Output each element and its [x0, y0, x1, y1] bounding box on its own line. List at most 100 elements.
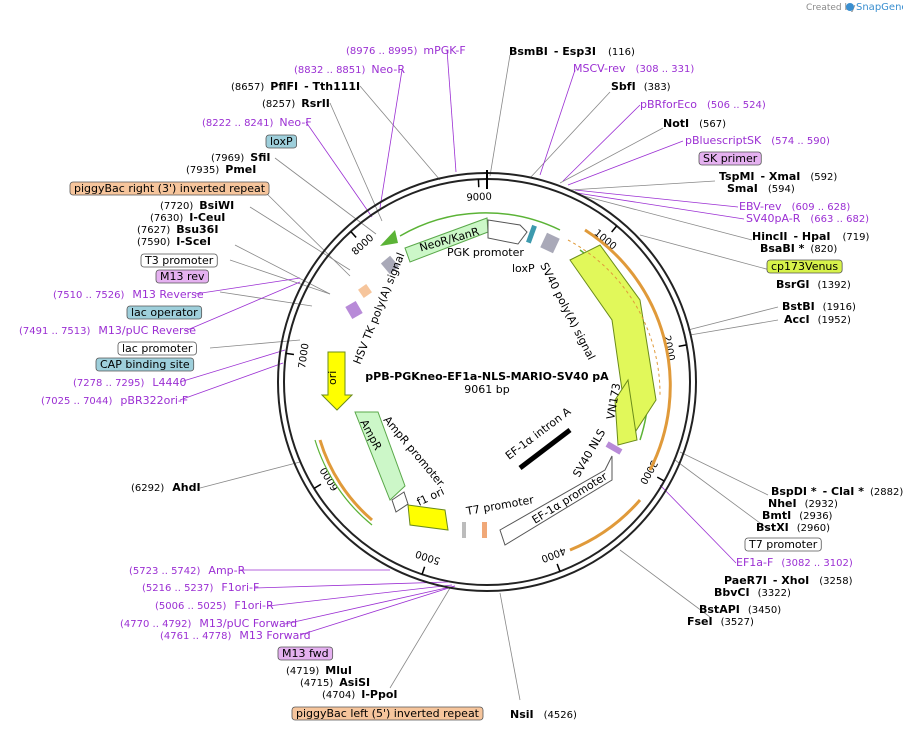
ef1a-intron-feature[interactable] — [518, 428, 572, 470]
primer-m13-forward[interactable]: (4761 .. 4778)M13 Forward — [160, 629, 311, 642]
site-i-scei[interactable]: (7590)I-SceI — [137, 235, 211, 248]
site-tspmi[interactable]: TspMI- XmaI(592) — [719, 170, 837, 183]
site-bsabi[interactable]: BsaBI *(820) — [760, 242, 837, 255]
site-sbfi[interactable]: SbfI(383) — [611, 80, 671, 93]
box-bg-loxp — [265, 134, 297, 149]
primer-m13-reverse[interactable]: (7510 .. 7526)M13 Reverse — [53, 288, 204, 301]
ampr-track — [314, 439, 373, 526]
site-bbvci[interactable]: BbvCI(3322) — [714, 586, 791, 599]
site-bsu36i[interactable]: (7627)Bsu36I — [137, 223, 218, 236]
plasmid-size: 9061 bp — [464, 383, 509, 396]
box-loxp[interactable]: loxP — [265, 134, 297, 149]
box-bg-lac-promoter — [117, 341, 197, 356]
tick-label-8000: 8000 — [350, 233, 376, 258]
tick-label-7000: 7000 — [297, 343, 311, 370]
box-lac-operator[interactable]: lac operator — [126, 305, 203, 320]
primer-ef1a-f[interactable]: EF1a-F(3082 .. 3102) — [736, 556, 853, 569]
loxp-feature[interactable] — [526, 224, 537, 244]
orange-dash-right — [567, 239, 661, 396]
tick-1000 — [611, 225, 618, 233]
primer-mpgk-f[interactable]: (8976 .. 8995)mPGK-F — [346, 44, 466, 57]
pgk-promoter-feature[interactable] — [487, 219, 528, 245]
piggybac-right-feature[interactable] — [358, 284, 372, 298]
primer-sv40pa-r[interactable]: SV40pA-R(663 .. 682) — [746, 212, 869, 225]
primer-neo-r[interactable]: (8832 .. 8851)Neo-R — [294, 63, 405, 76]
primer-ebv-rev[interactable]: EBV-rev(609 .. 628) — [739, 200, 850, 213]
site-bstbi[interactable]: BstBI(1916) — [782, 300, 856, 313]
primer-f1ori-f[interactable]: (5216 .. 5237)F1ori-F — [142, 581, 259, 594]
primer-pbrforeco[interactable]: pBRforEco(506 .. 524) — [640, 98, 766, 111]
pgk-promoter-label: PGK promoter — [447, 246, 524, 259]
box-piggybac-left[interactable]: piggyBac left (5') inverted repeat — [291, 706, 484, 721]
box-t3-promoter[interactable]: T3 promoter — [140, 253, 218, 268]
box-t7-promoter-box[interactable]: T7 promoter — [744, 537, 822, 552]
box-cap-binding-site[interactable]: CAP binding site — [95, 357, 195, 372]
t7-marker — [462, 522, 466, 538]
box-cp173venus[interactable]: cp173Venus — [766, 259, 843, 274]
site-i-ppoi[interactable]: (4704)I-PpoI — [322, 688, 398, 701]
box-label-lac-operator: lac operator — [131, 306, 198, 319]
primer-l4440[interactable]: (7278 .. 7295)L4440 — [73, 376, 187, 389]
f1-ori-feature[interactable] — [407, 504, 449, 531]
site-bstxi[interactable]: BstXI(2960) — [756, 521, 830, 534]
box-bg-cap-binding-site — [95, 357, 195, 372]
site-noti[interactable]: NotI(567) — [663, 117, 726, 130]
primer-pbr322ori-f[interactable]: (7025 .. 7044)pBR322ori-F — [41, 394, 188, 407]
site-nhei[interactable]: NheI(2932) — [768, 497, 838, 510]
site-bsrgi[interactable]: BsrGI(1392) — [776, 278, 851, 291]
box-piggybac-right[interactable]: piggyBac right (3') inverted repeat — [69, 181, 270, 196]
site-asisi[interactable]: (4715)AsiSI — [300, 676, 370, 689]
vn173-feature[interactable] — [614, 378, 638, 446]
site-bmti[interactable]: BmtI(2936) — [762, 509, 833, 522]
hsv-tk-polya-feature[interactable] — [380, 255, 400, 275]
cp173venus-feature[interactable] — [569, 244, 657, 442]
primer-m13-puc-forward[interactable]: (4770 .. 4792)M13/pUC Forward — [120, 617, 297, 630]
site-smai[interactable]: SmaI(594) — [727, 182, 795, 195]
primer-pbluescriptsk[interactable]: pBluescriptSK(574 .. 590) — [685, 134, 830, 147]
ori-label: ori — [326, 371, 339, 385]
orange-track-right — [584, 228, 672, 471]
box-bg-piggybac-right — [69, 181, 270, 196]
box-sk-primer[interactable]: SK primer — [698, 151, 762, 166]
ampr-feature[interactable] — [354, 411, 406, 501]
site-acci[interactable]: AccI(1952) — [784, 313, 851, 326]
site-pflfi[interactable]: (8657)PflFI- Tth111I — [231, 80, 360, 93]
sv40-polya-feature[interactable] — [540, 232, 560, 254]
site-rsrii[interactable]: (8257)RsrII — [262, 97, 330, 110]
site-pmei[interactable]: (7935)PmeI — [186, 163, 256, 176]
primer-mscv-rev[interactable]: MSCV-rev(308 .. 331) — [573, 62, 694, 75]
box-m13-fwd[interactable]: M13 fwd — [277, 646, 334, 661]
site-bsiwi[interactable]: (7720)BsiWI — [160, 199, 234, 212]
neor-kanr-track-arrow — [380, 230, 398, 246]
box-bg-m13-fwd — [277, 646, 334, 661]
ori-feature[interactable] — [320, 351, 354, 411]
primer-f1ori-r[interactable]: (5006 .. 5025)F1ori-R — [155, 599, 274, 612]
box-bg-m13-rev — [155, 269, 209, 284]
site-mlui[interactable]: (4719)MluI — [286, 664, 352, 677]
ampr-promoter-feature[interactable] — [391, 491, 409, 513]
sv40-nls-feature[interactable] — [605, 441, 623, 455]
site-ahdi[interactable]: (6292)AhdI — [131, 481, 201, 494]
site-paer7i[interactable]: PaeR7I- XhoI(3258) — [724, 574, 853, 587]
box-m13-rev[interactable]: M13 rev — [155, 269, 209, 284]
snapgene-logo-icon — [846, 3, 854, 11]
site-bstapi[interactable]: BstAPI(3450) — [699, 603, 781, 616]
site-bspdi[interactable]: BspDI *- ClaI *(2882) — [771, 485, 903, 498]
site-i-ceui[interactable]: (7630)I-CeuI — [150, 211, 225, 224]
primer-amp-r[interactable]: (5723 .. 5742)Amp-R — [129, 564, 246, 577]
ef1a-promoter-feature[interactable] — [499, 455, 613, 546]
primer-neo-f[interactable]: (8222 .. 8241)Neo-F — [202, 116, 312, 129]
lac-cluster-feature[interactable] — [345, 300, 363, 320]
box-lac-promoter[interactable]: lac promoter — [117, 341, 197, 356]
site-hincii[interactable]: HincII- HpaI(719) — [752, 230, 870, 243]
tick-label-5000: 5000 — [414, 548, 442, 567]
site-sfii[interactable]: (7969)SfiI — [211, 151, 270, 164]
primer-lines — [179, 49, 745, 636]
site-fsei[interactable]: FseI(3527) — [687, 615, 754, 628]
t7-promoter-feature[interactable] — [482, 522, 487, 538]
site-bsmbi[interactable]: BsmBI- Esp3I(116) — [509, 45, 635, 58]
primer-m13-puc-reverse[interactable]: (7491 .. 7513)M13/pUC Reverse — [19, 324, 196, 337]
site-nsii[interactable]: NsiI(4526) — [510, 708, 577, 721]
t7-promoter-label: T7 promoter — [464, 493, 535, 518]
